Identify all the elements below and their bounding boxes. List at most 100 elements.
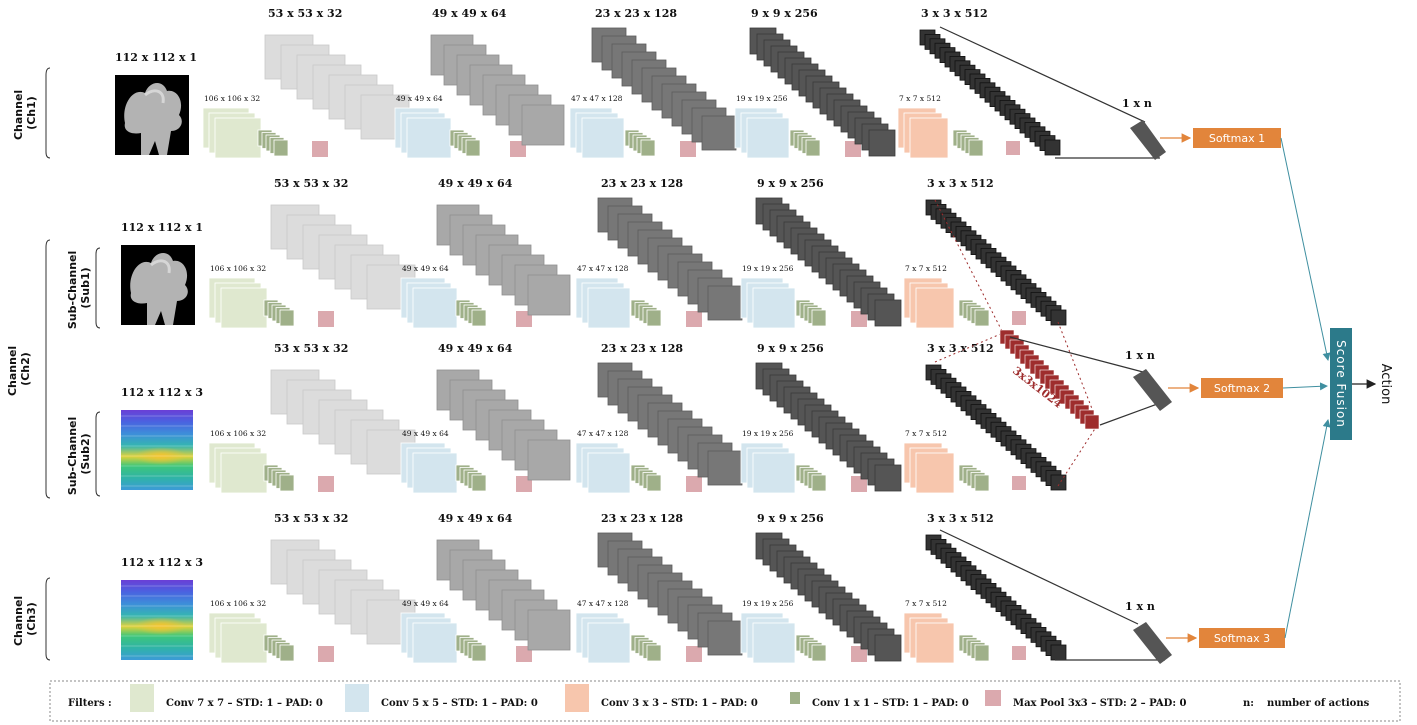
conv1x1-block — [455, 634, 487, 662]
ch1-sub: (Ch1) — [25, 96, 38, 130]
conv-block — [575, 612, 631, 664]
legend-swatch-conv1 — [790, 692, 800, 704]
conv-block — [208, 442, 268, 494]
feature-map-stack — [430, 34, 565, 146]
conv1x1-block — [624, 129, 656, 157]
conv-size-label: 7 x 7 x 512 — [905, 599, 947, 608]
conv-size-label: 19 x 19 x 256 — [742, 264, 794, 273]
conv1x1-block — [455, 299, 487, 327]
conv-size-label: 7 x 7 x 512 — [905, 429, 947, 438]
conv1x1-block — [795, 464, 827, 492]
feature-map-stack — [597, 197, 743, 321]
ch2-label: Channel — [6, 346, 19, 396]
maxpool-block — [680, 141, 696, 157]
conv1x1-block — [630, 634, 662, 662]
conv-size-label: 19 x 19 x 256 — [742, 599, 794, 608]
softmax-3-box — [1199, 628, 1285, 648]
depth-input-image — [121, 245, 195, 325]
conv1x1-block — [789, 129, 821, 157]
legend-label-conv3: Conv 3 x 3 – STD: 1 – PAD: 0 — [601, 698, 758, 709]
conv-size-label: 106 x 106 x 32 — [210, 429, 266, 438]
legend-swatch-pool — [985, 690, 1001, 706]
svg-text:Sub-Channel (Sub2): Sub-Channel (Sub2) — [66, 413, 92, 495]
feature-map-stack — [755, 197, 902, 327]
maxpool-block — [851, 646, 867, 662]
conv-size-label: 106 x 106 x 32 — [210, 599, 266, 608]
feature-map-stack — [597, 532, 743, 656]
conv-size-label: 19 x 19 x 256 — [742, 429, 794, 438]
feature-map-stack — [270, 539, 416, 645]
feature-map-stack — [755, 362, 902, 492]
conv-block — [394, 107, 452, 159]
score-fusion-box — [1330, 328, 1352, 440]
feature-map-stack — [436, 539, 571, 651]
maxpool-block — [1012, 311, 1026, 325]
conv-size-label: 49 x 49 x 64 — [402, 599, 449, 608]
feature-map-stack — [919, 29, 1061, 156]
feature-map-size-label: 3 x 3 x 512 — [927, 342, 994, 355]
conv1x1-block — [958, 634, 990, 662]
feature-map-size-label: 53 x 53 x 32 — [274, 177, 348, 190]
conv-block — [903, 612, 955, 664]
maxpool-block — [686, 311, 702, 327]
score-fusion-label: Score Fusion — [1334, 340, 1348, 428]
conv-block — [208, 612, 268, 664]
softmax-2-label: Softmax 2 — [1214, 382, 1270, 395]
conv1x1-block — [257, 129, 289, 157]
legend-label-conv7: Conv 7 x 7 – STD: 1 – PAD: 0 — [166, 698, 323, 709]
output-layers: 1 x n 1 x n 1 x n Softmax 1 Softmax 2 So… — [939, 26, 1393, 664]
ch2-sub: (Ch2) — [19, 352, 32, 386]
conv-size-label: 7 x 7 x 512 — [905, 264, 947, 273]
conv-size-label: 106 x 106 x 32 — [204, 94, 260, 103]
feature-map-size-label: 3 x 3 x 512 — [921, 7, 988, 20]
conv-block — [569, 107, 625, 159]
fc-layer-1 — [1130, 120, 1166, 160]
conv-size-label: 49 x 49 x 64 — [402, 264, 449, 273]
feature-map-size-label: 3 x 3 x 512 — [927, 512, 994, 525]
feature-map-stack — [925, 364, 1067, 491]
conv-block — [575, 277, 631, 329]
conv1x1-block — [952, 129, 984, 157]
feature-map-size-label: 9 x 9 x 256 — [751, 7, 818, 20]
conv-size-label: 7 x 7 x 512 — [899, 94, 941, 103]
conv-block — [903, 442, 955, 494]
maxpool-block — [686, 646, 702, 662]
softmax-1-box — [1193, 128, 1281, 148]
legend-label-pool: Max Pool 3x3 – STD: 2 – PAD: 0 — [1013, 698, 1187, 709]
feature-map-stack — [591, 27, 737, 151]
conv-block — [202, 107, 262, 159]
heatmap-input-image — [121, 580, 193, 660]
conv-block — [400, 277, 458, 329]
ch3-label: Channel — [12, 596, 25, 646]
legend-note-text: number of actions — [1267, 698, 1370, 709]
conv-block — [740, 277, 796, 329]
sub1-sub: (Sub1) — [79, 267, 92, 308]
conv-block — [740, 612, 796, 664]
feature-map-size-label: 53 x 53 x 32 — [274, 342, 348, 355]
conv1x1-block — [795, 299, 827, 327]
maxpool-block — [1006, 141, 1020, 155]
svg-text:Channel (Ch2): Channel (Ch2) — [6, 342, 32, 396]
feature-map-stack — [749, 27, 896, 157]
maxpool-block — [686, 476, 702, 492]
feature-map-size-label: 53 x 53 x 32 — [274, 512, 348, 525]
conv-size-label: 47 x 47 x 128 — [571, 94, 623, 103]
conv-size-label: 47 x 47 x 128 — [577, 264, 629, 273]
feature-map-stack — [270, 204, 416, 310]
conv-block — [400, 612, 458, 664]
conv-size-label: 47 x 47 x 128 — [577, 429, 629, 438]
fc-label-2: 1 x n — [1125, 349, 1155, 362]
maxpool-block — [851, 476, 867, 492]
conv-size-label: 49 x 49 x 64 — [402, 429, 449, 438]
conv1x1-block — [958, 464, 990, 492]
group-labels: Channel (Ch1) Channel (Ch2) Sub-Channel … — [6, 67, 101, 661]
legend-swatch-conv7 — [130, 684, 154, 712]
feature-map-size-label: 49 x 49 x 64 — [438, 512, 513, 525]
feature-map-size-label: 23 x 23 x 128 — [595, 7, 677, 20]
conv1x1-block — [630, 464, 662, 492]
feature-map-size-label: 23 x 23 x 128 — [601, 177, 683, 190]
